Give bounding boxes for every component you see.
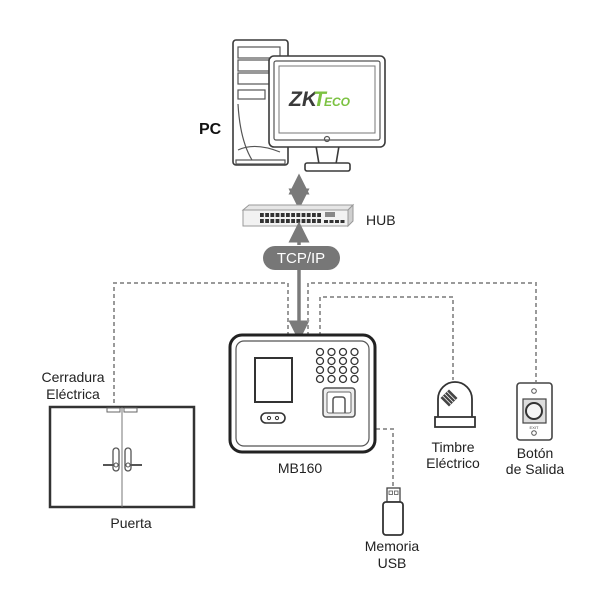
hub-port <box>301 213 306 217</box>
door-icon <box>48 405 196 509</box>
lock-label-line2: Eléctrica <box>46 386 100 402</box>
door-handle-left-icon <box>103 447 120 472</box>
hub-port <box>306 219 311 223</box>
usb-wire <box>376 428 394 487</box>
exit-button-label-line1: Botón <box>517 445 554 461</box>
hub-port <box>306 213 311 217</box>
keypad-button <box>327 356 336 366</box>
keypad-button <box>315 347 325 357</box>
hub-port <box>317 213 321 217</box>
electric-bell-icon <box>434 381 476 428</box>
pc-computer: ZK T ECO PC <box>199 39 386 172</box>
hub-port <box>265 219 269 223</box>
keypad-button <box>338 374 348 384</box>
hub-port <box>286 219 290 223</box>
keypad-button <box>315 374 325 384</box>
logo-t: T <box>313 88 328 111</box>
hub-ports <box>260 213 345 223</box>
usb-label-line2: USB <box>378 555 407 571</box>
usb-drive-icon <box>382 487 404 536</box>
keypad-button <box>338 347 348 357</box>
camera-icon <box>260 412 286 424</box>
hub-port <box>270 219 275 223</box>
door-handle-right-icon <box>124 447 142 472</box>
hub-port <box>260 213 264 217</box>
bell-label-line2: Eléctrico <box>426 455 480 471</box>
hub-label: HUB <box>366 212 396 228</box>
bell-wire <box>319 296 454 380</box>
logo-eco: ECO <box>324 95 351 109</box>
hub-port <box>324 220 328 223</box>
door-label: Puerta <box>110 515 151 531</box>
monitor-icon: ZK T ECO <box>268 55 386 172</box>
hub-port <box>280 219 285 223</box>
fingerprint-sensor-icon <box>322 387 356 418</box>
keypad-button <box>350 356 359 366</box>
hub-port <box>286 213 290 217</box>
protocol-badge: TCP/IP <box>263 246 340 270</box>
keypad-button <box>350 374 359 384</box>
hub-port <box>296 219 301 223</box>
electric-lock-icon <box>106 407 138 413</box>
hub-port <box>260 219 264 223</box>
hub-port <box>265 213 269 217</box>
hub-port <box>329 220 334 223</box>
exit-button-wire <box>307 282 537 382</box>
protocol-label: TCP/IP <box>277 250 325 267</box>
keypad-button <box>338 356 348 366</box>
keypad-button <box>350 347 359 357</box>
bell-label-line1: Timbre <box>431 439 474 455</box>
keypad-button <box>327 347 336 357</box>
exit-button-label-line2: de Salida <box>506 461 565 477</box>
pc-label: PC <box>199 121 222 138</box>
device-label: MB160 <box>278 460 323 476</box>
monitor-power-icon <box>323 135 331 143</box>
keypad-button <box>350 365 359 375</box>
logo-zk: ZK <box>288 88 319 111</box>
hub-uplink-port <box>325 212 335 217</box>
keypad-button <box>327 374 336 384</box>
hub-port <box>312 219 316 223</box>
zkteco-logo: ZK T ECO <box>288 88 351 111</box>
hub-port <box>275 219 280 223</box>
hub-port <box>317 219 321 223</box>
exit-button-icon: EXIT <box>516 382 553 441</box>
network-hub-icon <box>241 203 355 228</box>
hub-port <box>312 213 316 217</box>
hub-port <box>291 213 295 217</box>
hub-port <box>280 213 285 217</box>
mb160-device <box>228 333 377 454</box>
hub-port <box>275 213 280 217</box>
hub-port <box>301 219 306 223</box>
keypad-button <box>327 365 336 375</box>
device-keypad <box>315 347 359 384</box>
keypad-button <box>315 356 325 366</box>
usb-label-line1: Memoria <box>365 538 420 554</box>
hub-port <box>340 220 345 223</box>
hub-port <box>296 213 301 217</box>
hub-port <box>270 213 275 217</box>
lock-label-line1: Cerradura <box>41 369 104 385</box>
hub-port <box>291 219 295 223</box>
lock-wire <box>113 282 289 407</box>
exit-button-text: EXIT <box>530 425 539 430</box>
device-screen <box>254 357 293 403</box>
hub-port <box>335 220 339 223</box>
keypad-button <box>315 365 325 375</box>
keypad-button <box>338 365 348 375</box>
